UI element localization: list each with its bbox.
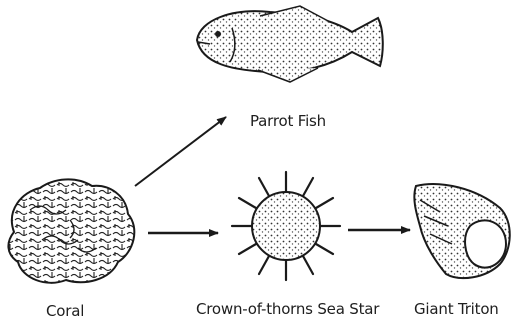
sea-star-icon [232, 172, 340, 280]
coral-label: Coral [46, 302, 84, 320]
arrow-coral-to-parrot-fish [135, 117, 226, 186]
parrot-fish-label: Parrot Fish [250, 112, 326, 130]
sea-star-label: Crown-of-thorns Sea Star [196, 300, 379, 318]
giant-triton-label: Giant Triton [414, 300, 499, 318]
giant-triton-icon [414, 184, 509, 278]
parrot-fish-icon [197, 6, 383, 82]
coral-icon [8, 179, 134, 282]
